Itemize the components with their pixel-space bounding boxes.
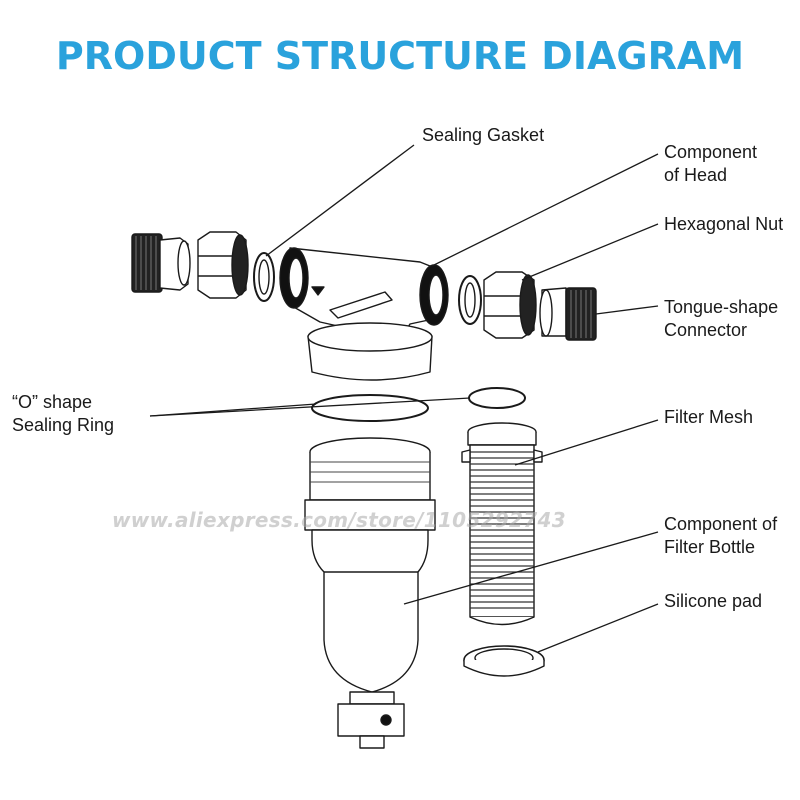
label-hexagonal-nut: Hexagonal Nut bbox=[664, 214, 784, 234]
o-ring-small bbox=[468, 387, 526, 409]
leader-lines bbox=[149, 144, 659, 653]
label-silicone-pad: Silicone pad bbox=[664, 591, 763, 611]
silicone-pad bbox=[463, 645, 545, 677]
page-title: PRODUCT STRUCTURE DIAGRAM bbox=[55, 34, 745, 78]
o-ring-large bbox=[311, 394, 429, 422]
left-sealing-gasket bbox=[253, 252, 275, 302]
filter-mesh bbox=[461, 422, 543, 626]
label-o-ring-line2: Sealing Ring bbox=[12, 415, 115, 435]
head-component bbox=[279, 247, 449, 381]
label-component-head-line1: Component bbox=[664, 142, 758, 162]
filter-bottle bbox=[304, 437, 436, 749]
right-tongue-connector bbox=[539, 287, 597, 341]
label-component-head-line2: of Head bbox=[664, 165, 728, 185]
label-o-ring-line1: “O” shape bbox=[12, 392, 93, 412]
watermark: www.aliexpress.com/store/1105292743 bbox=[112, 508, 566, 532]
left-hexagonal-nut bbox=[197, 231, 249, 299]
label-tongue-line1: Tongue-shape bbox=[664, 297, 779, 317]
label-filter-bottle-line2: Filter Bottle bbox=[664, 537, 756, 557]
right-sealing-gasket bbox=[458, 275, 482, 325]
left-tongue-connector bbox=[131, 233, 191, 293]
right-hexagonal-nut bbox=[483, 271, 537, 339]
label-filter-mesh: Filter Mesh bbox=[664, 407, 754, 427]
label-sealing-gasket: Sealing Gasket bbox=[422, 125, 545, 145]
label-filter-bottle-line1: Component of bbox=[664, 514, 778, 534]
label-tongue-line2: Connector bbox=[664, 320, 748, 340]
